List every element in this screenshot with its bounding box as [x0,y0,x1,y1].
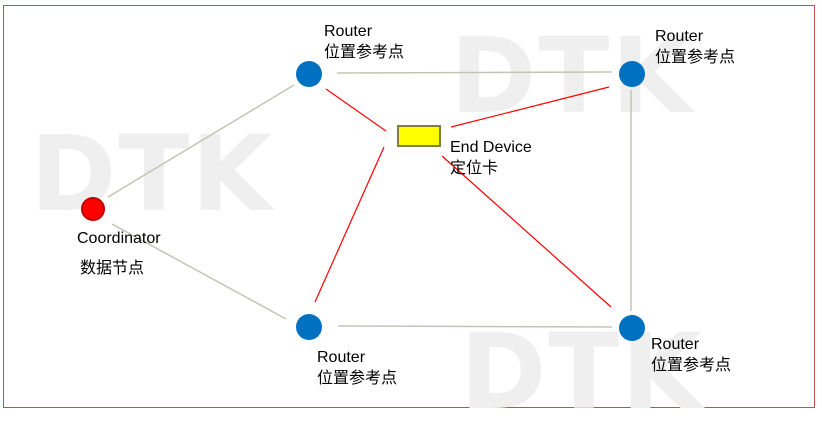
router-bottom-right-subtitle: 位置参考点 [651,355,732,374]
diagram-frame [3,5,815,408]
link-router-bottom-left-router-bottom-right [337,325,613,328]
end-device-label: End Device 定位卡 [450,138,532,178]
router-top-right-title: Router [655,28,704,45]
router-bottom-left-label: Router 位置参考点 [317,348,397,388]
router-bottom-right-node [619,315,645,341]
router-bottom-left-subtitle: 位置参考点 [317,368,398,387]
router-top-right-node [619,61,645,87]
end-device-node [397,125,441,147]
link-coordinator-router-bottom-left [111,223,287,320]
link-router-top-left-router-top-right [336,71,613,74]
router-top-right-label: Router 位置参考点 [655,27,735,67]
coordinator-subtitle: 数据节点 [80,258,145,277]
router-bottom-right-label: Router 位置参考点 [651,335,731,375]
link-end-device-router-bottom-right [441,155,612,308]
end-device-title: End Device [450,139,532,156]
router-bottom-right-title: Router [651,336,700,353]
link-end-device-router-top-left [325,88,387,132]
coordinator-title: Coordinator [77,230,161,247]
router-top-right-subtitle: 位置参考点 [655,47,736,66]
router-bottom-left-node [296,314,322,340]
router-bottom-left-title: Router [317,349,366,366]
coordinator-node [81,197,105,221]
router-top-left-title: Router [324,23,373,40]
link-end-device-router-bottom-left [314,146,385,303]
link-end-device-router-top-right [450,86,610,128]
link-coordinator-router-top-left [107,84,295,198]
end-device-subtitle: 定位卡 [450,158,499,177]
watermark-top-right: DTK [450,15,694,137]
router-top-left-subtitle: 位置参考点 [324,42,405,61]
router-top-left-label: Router 位置参考点 [324,22,404,62]
watermark-bottom-right: DTK [460,311,704,433]
router-top-left-node [296,61,322,87]
watermark-left: DTK [30,113,274,235]
